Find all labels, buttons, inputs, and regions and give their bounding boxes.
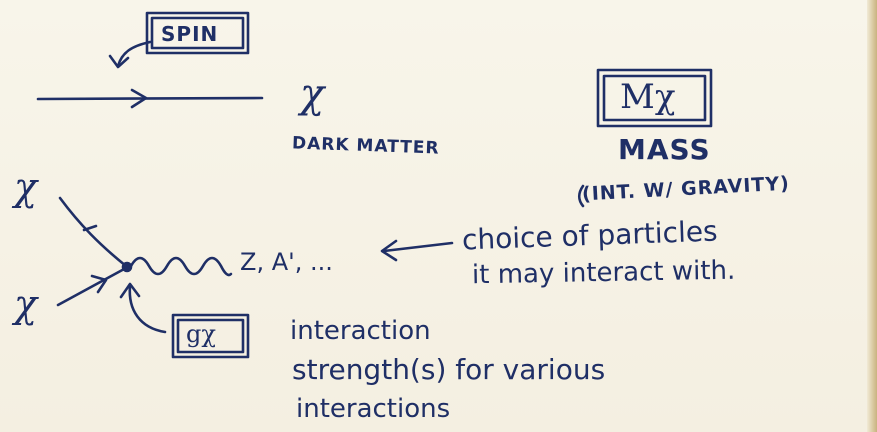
coupling-arrowhead: [119, 282, 141, 299]
page-edge: [867, 0, 877, 432]
coupling-box-inner: [176, 318, 245, 354]
coupling-symbol: gχ: [186, 320, 216, 348]
chi-symbol: χ: [300, 71, 325, 117]
spin-box-inner: [150, 16, 245, 50]
chi-lower-line: [56, 266, 128, 307]
dm-line: [36, 96, 264, 101]
spin-box: [145, 11, 250, 55]
choice-arrow: [382, 241, 454, 253]
dm-line-arrowhead: [130, 88, 148, 109]
coupling-box: [171, 313, 250, 359]
mass-symbol: Mχ: [620, 77, 676, 117]
chi-upper-line: [58, 196, 128, 268]
mediators-label: Z, A', ...: [240, 248, 333, 276]
choice-arrowhead: [380, 239, 398, 262]
chi-lower-arrowhead: [90, 274, 108, 294]
chi-upper-label: χ: [14, 165, 38, 209]
mass-label: MASS: [618, 133, 711, 166]
strength-line-2: strength(s) for various: [292, 353, 606, 386]
mass-bracket-left: [577, 184, 585, 208]
spin-arrowhead: [108, 54, 130, 69]
strength-line-1: interaction: [290, 316, 431, 346]
strength-line-3: interactions: [296, 394, 451, 424]
mass-box-inner: [602, 74, 707, 122]
chi-upper-tick: [82, 224, 98, 232]
coupling-arrow: [128, 284, 167, 334]
chi-lower-label: χ: [14, 282, 38, 326]
mass-box: [596, 68, 713, 128]
mediator-wave: [129, 256, 233, 277]
vertex-dot: [121, 261, 133, 273]
spin-arrow: [116, 40, 152, 68]
choice-line-2: it may interact with.: [471, 255, 736, 291]
spin-label: SPIN: [161, 22, 219, 46]
